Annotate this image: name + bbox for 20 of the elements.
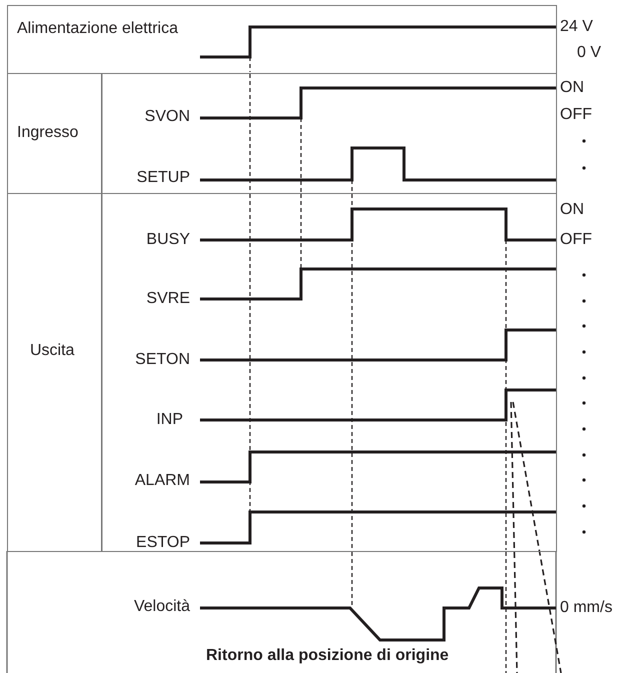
level-label: 0 V — [576, 44, 601, 62]
level-label: OFF — [560, 106, 592, 124]
signal-name: SVRE — [146, 290, 190, 308]
signal-name: SVON — [144, 108, 190, 126]
level-label: ON — [560, 79, 584, 97]
phase-caption: Ritorno alla posizione di origine — [206, 647, 449, 665]
signal-name: SETON — [135, 351, 190, 369]
signal-name: INP — [156, 411, 183, 429]
group-label: Uscita — [30, 342, 74, 360]
level-label: 0 mm/s — [560, 599, 612, 617]
signal-name: SETUP — [136, 169, 190, 187]
level-label: OFF — [560, 231, 592, 249]
signal-name: ESTOP — [136, 534, 190, 552]
signal-name: BUSY — [146, 231, 190, 249]
signal-name: ALARM — [134, 472, 190, 490]
group-label: Ingresso — [17, 124, 78, 142]
signal-name: Alimentazione elettrica — [17, 20, 178, 38]
signal-name: Velocità — [134, 598, 190, 616]
level-label: 24 V — [560, 18, 593, 36]
level-label: ON — [560, 201, 584, 219]
